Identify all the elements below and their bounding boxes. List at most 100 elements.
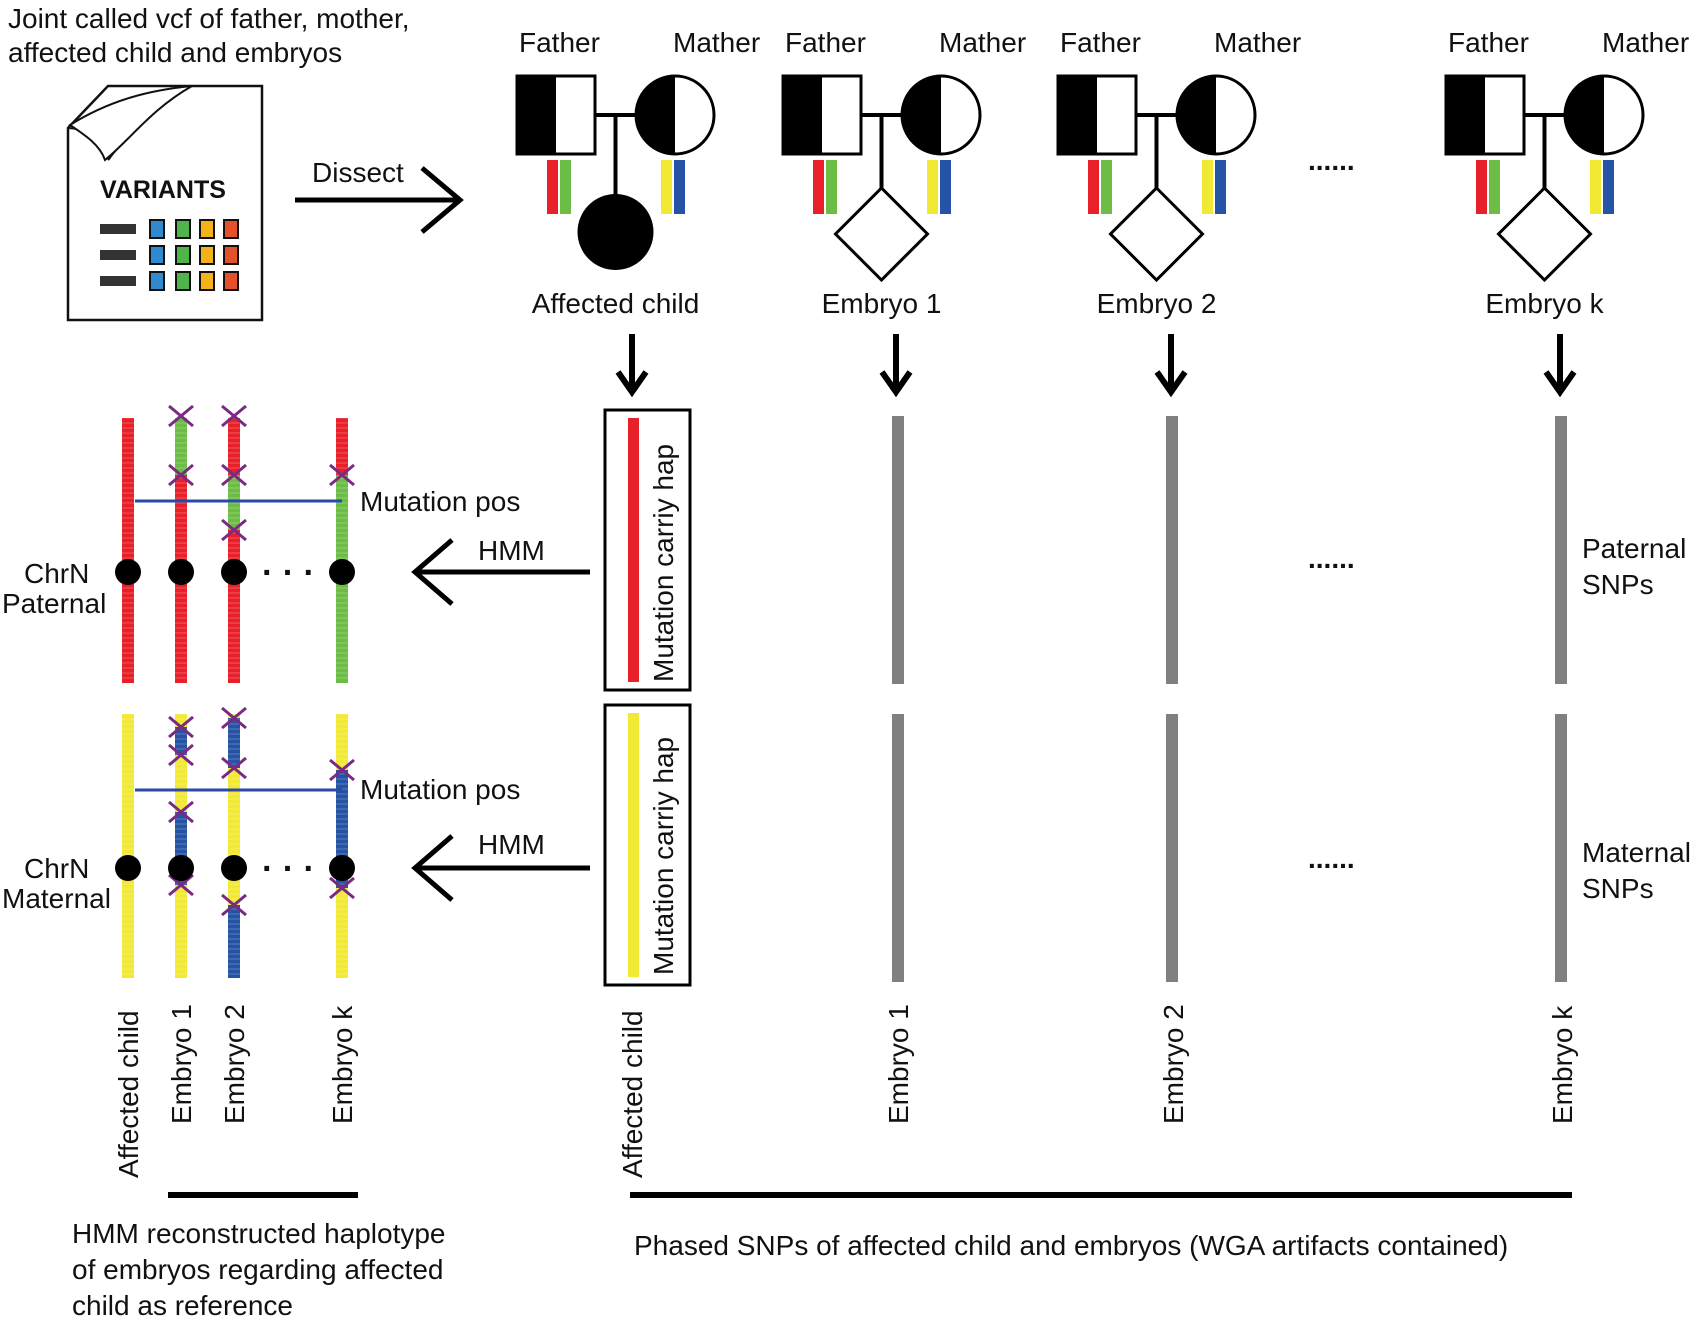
artifact-cross-icon [168,873,194,897]
down-arrow-4 [1543,334,1577,398]
chr-maternal-label-1: ChrN [24,853,89,884]
father-symbol [517,76,556,154]
mother-label: Mather [673,27,760,58]
artifact-cross-icon [221,756,247,780]
father-symbol [1446,76,1485,154]
father-label: Father [1448,27,1529,58]
father-hap-red [813,160,824,214]
paternal-snps-label-1: Paternal [1582,533,1686,564]
mother-symbol [902,76,941,154]
vcf-rows [100,219,239,291]
mother-hap-blue [940,160,951,214]
mother-hap-yellow [1590,160,1601,214]
paternal-snp-bar-3 [1555,416,1567,684]
paternal-haplotype-1 [122,417,134,683]
artifact-cross-icon [329,876,355,900]
hmm-arrow-maternal [411,834,590,902]
right-column-label: Affected child [617,1010,648,1178]
artifact-cross-icon [329,758,355,782]
father-hap-red [1476,160,1487,214]
dissect-arrow [295,166,464,234]
artifact-cross-icon [221,893,247,917]
mother-symbol [1565,76,1604,154]
left-column-label: Affected child [113,1010,144,1178]
chr-maternal-label-2: Maternal [2,883,111,914]
father-label: Father [1060,27,1141,58]
paternal-snps-label-2: SNPs [1582,569,1654,600]
affected-child-symbol [577,194,654,270]
artifact-cross-icon [168,800,194,824]
mother-label: Mather [1602,27,1689,58]
paternal-ellipsis: ...... [1308,543,1355,574]
hmm-label-maternal: HMM [478,829,545,860]
mother-hap-yellow [661,160,672,214]
chr-paternal-label-1: ChrN [24,558,89,589]
hmm-label-paternal: HMM [478,535,545,566]
maternal-centromere [168,855,194,881]
paternal-centromere [115,559,141,585]
maternal-mutation-hap-box: Mutation carriy hap [603,703,692,987]
mother-label: Mather [1214,27,1301,58]
left-column-label: Embryo 2 [219,1004,250,1124]
father-hap-green [1101,160,1112,214]
down-arrows [615,334,1577,398]
maternal-snps-label-1: Maternal [1582,837,1691,868]
mother-hap-yellow [927,160,938,214]
father-hap-green [560,160,571,214]
down-arrow-3 [1154,334,1188,398]
header-line-2: affected child and embryos [8,37,342,68]
artifact-cross-icon [221,518,247,542]
artifact-cross-icon [221,404,247,428]
maternal-centromere [115,855,141,881]
left-column-label: Embryo 1 [166,1004,197,1124]
maternal-centromere-dots: · · · [262,850,315,888]
artifact-cross-icon [168,404,194,428]
maternal-snps-label-2: SNPs [1582,873,1654,904]
right-column-label: Embryo 1 [883,1004,914,1124]
father-hap-red [547,160,558,214]
maternal-snp-bar-2 [1166,714,1178,982]
paternal-centromere [168,559,194,585]
maternal-ellipsis: ...... [1308,843,1355,874]
paternal-hap-bar [628,418,639,682]
artifact-cross-icon [221,463,247,487]
maternal-mutation-pos-label: Mutation pos [360,774,520,805]
father-symbol [1058,76,1097,154]
artifact-cross-icon [221,706,247,730]
mother-hap-blue [1215,160,1226,214]
right-column-label: Embryo k [1547,1005,1578,1124]
child-label: Embryo 1 [822,288,942,319]
father-hap-green [826,160,837,214]
maternal-centromere [329,855,355,881]
child-label: Affected child [532,288,700,319]
mother-label: Mather [939,27,1026,58]
artifact-cross-icon [329,463,355,487]
father-hap-green [1489,160,1500,214]
maternal-snp-bar-3 [1555,714,1567,982]
maternal-mutation-hap-label: Mutation carriy hap [648,737,679,975]
embryo-symbol [833,185,930,283]
maternal-snp-bar-1 [892,714,904,982]
paternal-snp-bar-1 [892,416,904,684]
right-caption: Phased SNPs of affected child and embryo… [634,1230,1508,1261]
vcf-document-icon: VARIANTS [66,84,264,322]
mother-hap-blue [674,160,685,214]
paternal-centromere [221,559,247,585]
mother-hap-blue [1603,160,1614,214]
vcf-title: VARIANTS [100,176,226,204]
artifact-cross-icon [168,463,194,487]
down-arrow-1 [615,334,649,398]
father-label: Father [785,27,866,58]
father-hap-red [1088,160,1099,214]
artifact-cross-icon [168,743,194,767]
maternal-centromere [221,855,247,881]
pedigree-ellipsis: ...... [1308,145,1355,176]
artifact-cross-icon [168,715,194,739]
paternal-mutation-pos-label: Mutation pos [360,486,520,517]
paternal-haplotype-4 [336,417,348,683]
right-column-label: Embryo 2 [1158,1004,1189,1124]
